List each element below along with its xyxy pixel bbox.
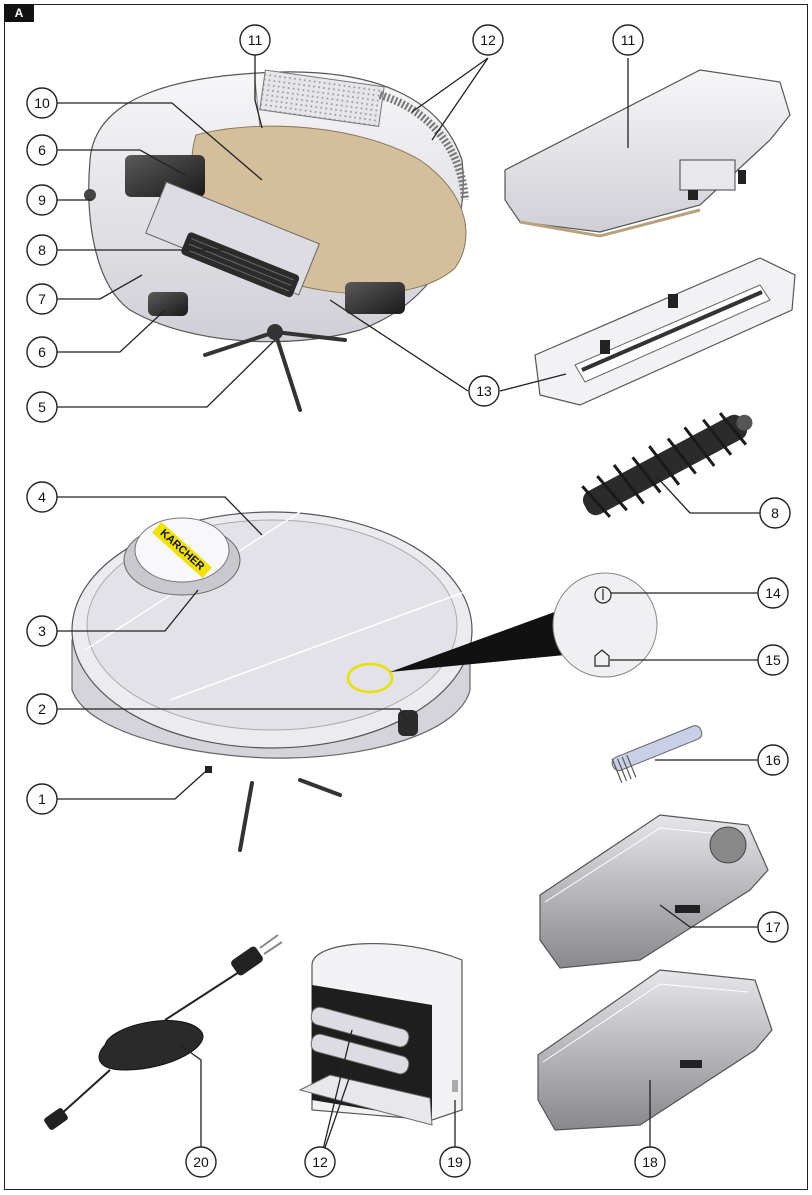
callout-6-lower: 6 — [26, 336, 58, 368]
callout-11-plate: 11 — [612, 24, 644, 56]
front-caster — [148, 292, 188, 316]
svg-text:18: 18 — [642, 1154, 658, 1170]
main-brush — [581, 412, 753, 518]
charging-station — [298, 943, 463, 1126]
svg-text:2: 2 — [38, 701, 46, 717]
callout-7: 7 — [26, 283, 58, 315]
svg-text:5: 5 — [38, 399, 46, 415]
side-brush — [203, 330, 347, 412]
callout-10: 10 — [26, 87, 58, 119]
svg-text:1: 1 — [38, 791, 46, 807]
callout-20: 20 — [185, 1146, 217, 1178]
callout-18: 18 — [634, 1146, 666, 1178]
callout-12-station: 12 — [304, 1146, 336, 1178]
brush-cover — [534, 257, 796, 406]
callout-9: 9 — [26, 184, 58, 216]
callout-3: 3 — [26, 615, 58, 647]
button-panel-highlight — [346, 662, 394, 694]
callout-4: 4 — [26, 481, 58, 513]
callout-19: 19 — [439, 1146, 471, 1178]
svg-text:12: 12 — [312, 1154, 328, 1170]
callout-15: 15 — [757, 644, 789, 676]
svg-text:3: 3 — [38, 623, 46, 639]
cleaning-tool — [611, 725, 703, 784]
wheel-left — [125, 155, 205, 197]
power-icon — [594, 586, 612, 604]
callout-8-installed: 8 — [26, 234, 58, 266]
callout-16: 16 — [757, 744, 789, 776]
svg-text:11: 11 — [621, 32, 636, 48]
callout-2: 2 — [26, 693, 58, 725]
robot-underside — [84, 69, 469, 412]
svg-text:16: 16 — [765, 752, 781, 768]
svg-text:4: 4 — [38, 489, 46, 505]
svg-text:8: 8 — [771, 505, 779, 521]
svg-text:11: 11 — [248, 32, 263, 48]
robot-top: KARCHER — [71, 511, 473, 852]
svg-text:20: 20 — [193, 1154, 209, 1170]
figure-tag: A — [4, 4, 34, 22]
callout-12-top: 12 — [472, 24, 504, 56]
leader-lines — [57, 55, 760, 1163]
svg-text:13: 13 — [476, 383, 492, 399]
callout-8-brush: 8 — [759, 497, 791, 529]
callout-11-underside: 11 — [239, 24, 271, 56]
svg-text:12: 12 — [480, 32, 496, 48]
svg-text:6: 6 — [38, 142, 46, 158]
dust-container — [539, 814, 769, 969]
home-icon — [594, 649, 610, 667]
callout-17: 17 — [757, 911, 789, 943]
svg-text:17: 17 — [765, 919, 781, 935]
callout-6-upper: 6 — [26, 134, 58, 166]
svg-text:7: 7 — [38, 291, 46, 307]
svg-text:6: 6 — [38, 344, 46, 360]
callout-13: 13 — [468, 375, 500, 407]
svg-text:9: 9 — [38, 192, 46, 208]
figure-frame — [4, 4, 808, 1190]
svg-text:10: 10 — [34, 95, 50, 111]
callout-1: 1 — [26, 783, 58, 815]
mop-plate — [504, 69, 791, 238]
main-brush-installed — [181, 232, 300, 298]
button-detail-zoom — [390, 572, 658, 678]
callout-5: 5 — [26, 391, 58, 423]
svg-text:15: 15 — [765, 652, 781, 668]
svg-text:14: 14 — [765, 585, 781, 601]
wheel-right — [345, 282, 405, 314]
water-tank — [537, 969, 773, 1131]
callout-14: 14 — [757, 577, 789, 609]
power-cable — [44, 934, 283, 1130]
svg-text:8: 8 — [38, 242, 46, 258]
svg-text:19: 19 — [447, 1154, 463, 1170]
